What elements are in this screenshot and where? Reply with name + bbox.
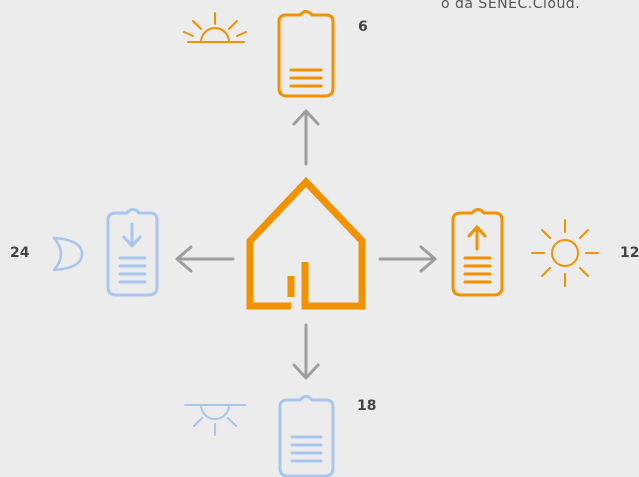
battery-bottom-icon	[278, 395, 335, 477]
arrow-down	[292, 323, 320, 380]
time-label-top: 6	[358, 19, 368, 35]
battery-left-icon	[106, 208, 159, 297]
sunrise-icon	[183, 12, 247, 43]
battery-top-icon	[277, 10, 335, 98]
sunset-icon	[184, 404, 246, 436]
time-label-left: 24	[10, 245, 30, 261]
moon-icon	[52, 236, 84, 272]
arrow-up	[292, 109, 320, 166]
time-label-right: 12	[620, 245, 639, 261]
sun-icon	[531, 219, 599, 287]
house-icon	[246, 176, 366, 310]
caption-text: o da SENEC.Cloud.	[441, 0, 581, 12]
time-label-bottom: 18	[357, 398, 377, 414]
arrow-right	[378, 245, 437, 273]
arrow-left	[175, 245, 235, 273]
battery-right-icon	[451, 208, 504, 297]
